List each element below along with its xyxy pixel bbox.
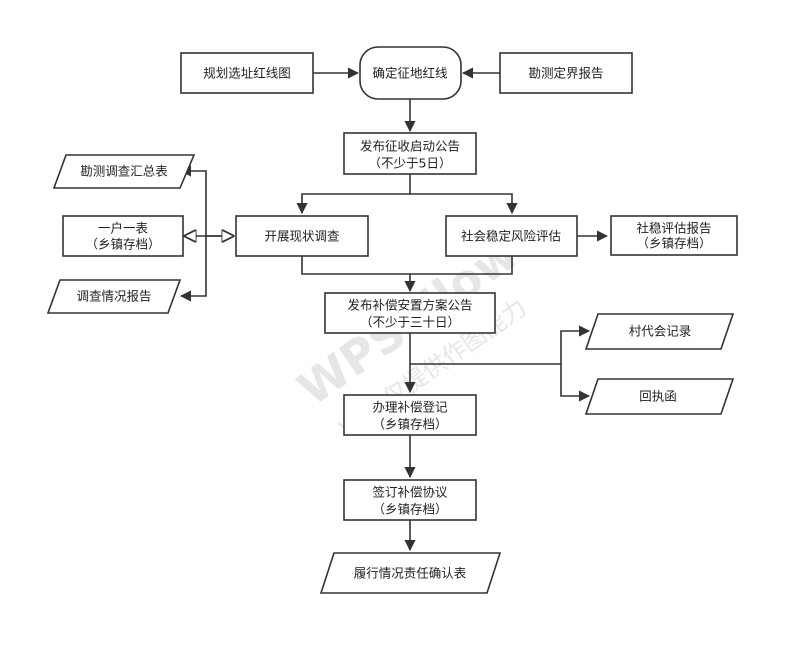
node-planning-redline-map-label: 规划选址红线图 (203, 66, 291, 81)
node-stability-report-sublabel: （乡镇存档） (636, 236, 711, 251)
node-compensation-registration[interactable]: 办理补偿登记 （乡镇存档） (343, 394, 477, 436)
node-one-household-form-label: 一户一表 (98, 221, 149, 236)
node-survey-situation-report[interactable]: 调查情况报告 (46, 279, 182, 314)
node-stability-assessment-label: 社会稳定风险评估 (461, 229, 561, 244)
node-compensation-agreement-sublabel: （乡镇存档） (372, 502, 447, 517)
node-receipt-letter-label: 回执函 (639, 389, 677, 404)
node-status-survey-label: 开展现状调查 (264, 229, 340, 244)
node-stability-assessment[interactable]: 社会稳定风险评估 (445, 215, 578, 257)
node-performance-confirmation[interactable]: 履行情况责任确认表 (319, 552, 502, 594)
node-survey-summary[interactable]: 勘测调查汇总表 (52, 154, 196, 189)
node-planning-redline-map[interactable]: 规划选址红线图 (180, 52, 314, 94)
edge-launch-to-status-survey (296, 174, 411, 215)
node-survey-report-label: 勘测定界报告 (528, 66, 603, 81)
edge-status-to-survey-summary (179, 165, 207, 236)
edge-to-receipt-letter (560, 364, 591, 402)
node-survey-situation-report-label: 调查情况报告 (76, 289, 151, 304)
edge-status-to-situation-report (179, 236, 207, 302)
node-compensation-registration-sublabel: （乡镇存档） (372, 417, 447, 432)
node-survey-summary-label: 勘测调查汇总表 (80, 164, 168, 179)
node-launch-notice[interactable]: 发布征收启动公告 （不少于5日） (343, 132, 477, 175)
node-compensation-plan-notice-sublabel: （不少于三十日） (360, 315, 460, 330)
node-one-household-form[interactable]: 一户一表 （乡镇存档） (62, 215, 184, 257)
edges (179, 67, 609, 552)
edge-launch-to-stability (410, 193, 518, 215)
node-compensation-registration-label: 办理补偿登记 (372, 400, 448, 415)
edge-merge-line (301, 256, 513, 275)
node-performance-confirmation-label: 履行情况责任确认表 (354, 566, 467, 581)
node-confirm-redline[interactable]: 确定征地红线 (359, 46, 462, 100)
node-stability-report[interactable]: 社稳评估报告 （乡镇存档） (610, 215, 738, 256)
node-compensation-agreement[interactable]: 签订补偿协议 （乡镇存档） (343, 479, 477, 521)
node-compensation-plan-notice-label: 发布补偿安置方案公告 (347, 298, 472, 313)
node-stability-report-label: 社稳评估报告 (636, 221, 711, 236)
node-status-survey[interactable]: 开展现状调查 (235, 215, 369, 257)
node-launch-notice-sublabel: （不少于5日） (369, 156, 452, 171)
node-compensation-plan-notice[interactable]: 发布补偿安置方案公告 （不少于三十日） (324, 292, 496, 334)
edge-to-village-record (410, 325, 591, 365)
node-receipt-letter[interactable]: 回执函 (584, 378, 735, 415)
node-survey-report[interactable]: 勘测定界报告 (499, 52, 633, 94)
node-village-meeting-record[interactable]: 村代会记录 (584, 313, 735, 350)
node-confirm-redline-label: 确定征地红线 (372, 66, 448, 81)
node-launch-notice-label: 发布征收启动公告 (360, 139, 460, 154)
node-compensation-agreement-label: 签订补偿协议 (372, 485, 448, 500)
node-village-meeting-record-label: 村代会记录 (629, 324, 692, 339)
node-one-household-form-sublabel: （乡镇存档） (85, 237, 160, 252)
